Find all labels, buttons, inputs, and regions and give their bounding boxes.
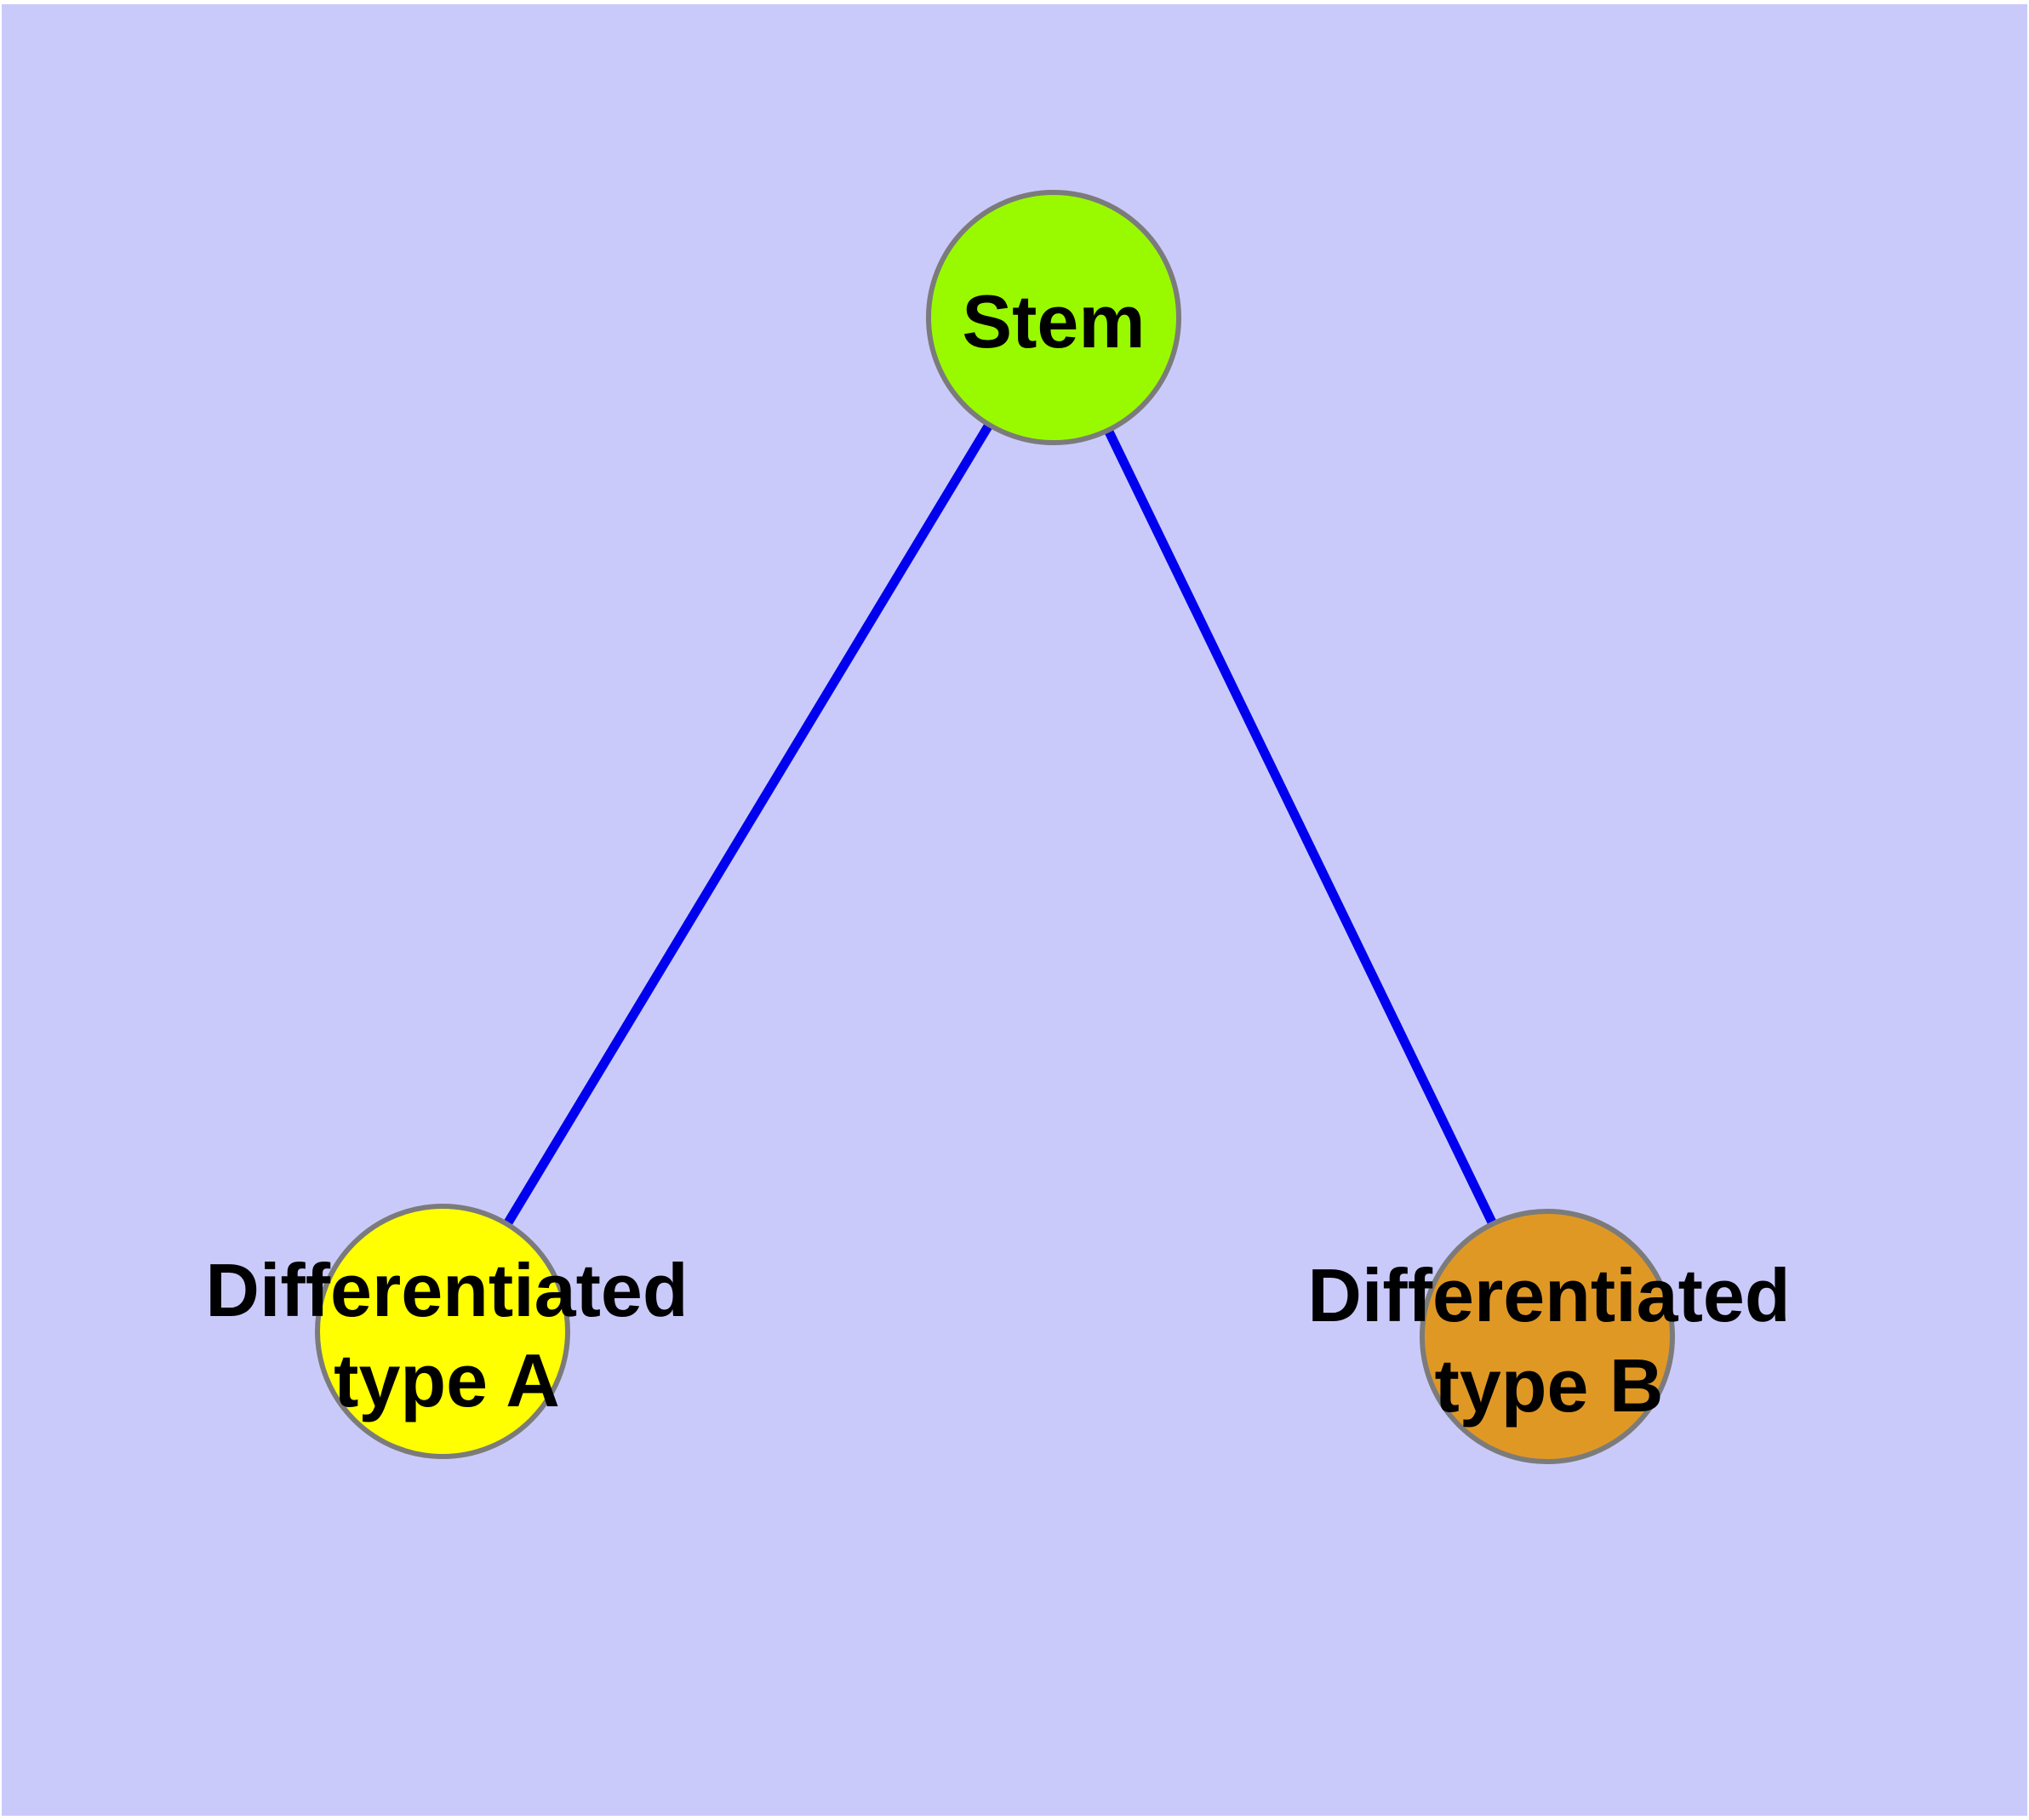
edge-stem-to-diff-a (438, 315, 1058, 1334)
plot-area: Stem Differentiated type A Differentiate… (2, 4, 2027, 1816)
node-differentiated-type-a (315, 1204, 570, 1459)
edge-layer (438, 315, 1552, 1339)
node-differentiated-type-b (1420, 1209, 1675, 1464)
edge-stem-to-diff-b (1049, 315, 1552, 1339)
node-stem (926, 190, 1181, 445)
